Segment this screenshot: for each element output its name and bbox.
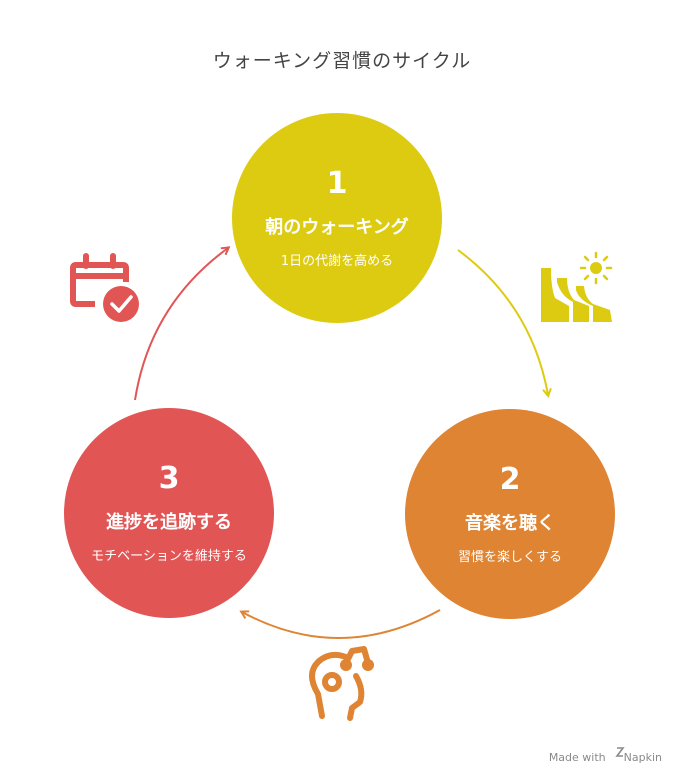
step-3-heading: 進捗を追跡する [106,511,232,533]
napkin-logo-icon [615,747,625,757]
arrow-2-to-3 [242,609,441,639]
arrow-3-to-1 [134,248,228,401]
step-2-number: 2 [499,461,521,497]
step-3-number: 3 [158,460,180,496]
step-3-node: 3 進捗を追跡する モチベーションを維持する [64,408,274,618]
sunrise-landscape-icon [541,251,613,322]
step-1-description: 1日の代謝を高める [280,253,394,269]
step-2-node: 2 音楽を聴く 習慣を楽しくする [405,409,615,619]
step-1-number: 1 [326,165,348,201]
step-2-description: 習慣を楽しくする [457,549,562,565]
step-1-heading: 朝のウォーキング [265,216,409,238]
arrow-1-to-2 [457,249,548,395]
footer-made-with: Made with [548,751,606,764]
calendar-check-icon [70,253,139,322]
footer-attribution: Made with Napkin [549,751,662,764]
step-3-description: モチベーションを維持する [91,548,247,564]
step-2-heading: 音楽を聴く [465,512,555,534]
step-1-node: 1 朝のウォーキング 1日の代謝を高める [232,113,442,323]
head-with-music-icon [309,646,374,721]
footer-brand: Napkin [623,751,662,764]
diagram-title: ウォーキング習慣のサイクル [212,50,472,72]
